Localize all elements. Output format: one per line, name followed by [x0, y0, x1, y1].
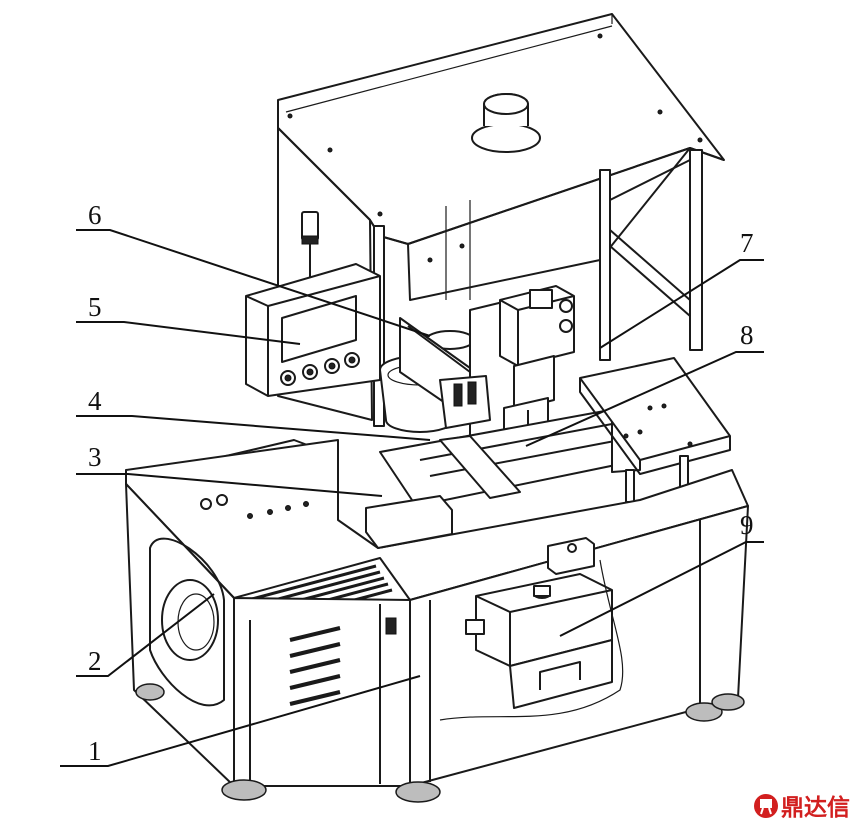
callout-line-2 [76, 593, 215, 677]
callout-labels: 1 2 3 4 5 6 7 8 9 [88, 200, 754, 766]
label-8: 8 [740, 320, 754, 350]
right-tray [579, 357, 731, 503]
callout-line-7 [599, 259, 764, 349]
callout-line-6 [76, 229, 431, 337]
machine-drawing [125, 13, 749, 803]
label-3: 3 [88, 442, 102, 472]
label-9: 9 [740, 510, 754, 540]
label-1: 1 [88, 736, 102, 766]
watermark-text: 鼎达信 [781, 794, 850, 821]
dingdaxin-logo-icon [754, 794, 778, 818]
label-2: 2 [88, 646, 102, 676]
electric-box [439, 537, 624, 721]
cabinet [125, 483, 749, 787]
control-box [245, 263, 381, 397]
label-7: 7 [740, 228, 754, 258]
casters [135, 683, 745, 803]
label-4: 4 [88, 386, 102, 416]
watermark: 鼎达信 [754, 794, 850, 821]
callout-line-8 [525, 351, 764, 447]
callout-line-5 [76, 321, 301, 345]
callout-lines [60, 229, 764, 767]
callout-line-9 [559, 541, 764, 637]
callout-line-3 [76, 473, 383, 497]
label-5: 5 [88, 292, 102, 322]
label-6: 6 [88, 200, 102, 230]
callout-line-4 [76, 415, 431, 441]
callout-line-1 [60, 675, 421, 767]
slide-mechanism [399, 317, 491, 429]
